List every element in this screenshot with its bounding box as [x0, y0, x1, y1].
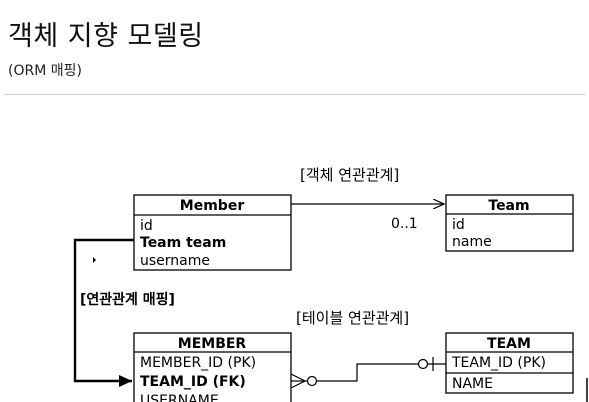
team-class-name: Team — [488, 198, 529, 214]
table-association-caption: [테이블 연관관계] — [296, 309, 409, 327]
object-association-caption: [객체 연관관계] — [300, 166, 399, 184]
member-column-team-id: TEAM_ID (FK) — [140, 374, 246, 390]
member-field-id: id — [140, 218, 153, 234]
page-subtitle: (ORM 매핑) — [8, 63, 82, 79]
team-field-id: id — [452, 217, 465, 233]
member-class-name: Member — [180, 198, 245, 214]
page-title: 객체 지향 모델링 — [8, 21, 204, 52]
member-table-name: MEMBER — [178, 336, 247, 352]
table-relationship-line — [290, 357, 446, 389]
team-column-team-id: TEAM_ID (PK) — [451, 355, 546, 371]
member-column-member-id: MEMBER_ID (PK) — [140, 355, 256, 371]
team-table-box: TEAM TEAM_ID (PK) NAME — [445, 332, 574, 394]
team-field-name: name — [452, 234, 492, 250]
member-class-box: Member id Team team username — [133, 194, 292, 271]
team-class-box: Team id name — [445, 194, 574, 252]
cursor-mark — [93, 257, 96, 263]
team-column-name: NAME — [452, 376, 493, 392]
member-field-username: username — [140, 253, 210, 269]
member-field-team: Team team — [140, 235, 226, 251]
team-table-name: TEAM — [487, 336, 531, 352]
association-mapping-caption: [연관관계 매핑] — [80, 291, 175, 308]
association-mapping-arrow — [73, 238, 134, 387]
member-column-username: USERNAME — [140, 393, 219, 402]
multiplicity-label: 0..1 — [391, 216, 418, 232]
member-table-box: MEMBER MEMBER_ID (PK) TEAM_ID (FK) USERN… — [133, 332, 292, 402]
title-divider — [4, 94, 585, 95]
